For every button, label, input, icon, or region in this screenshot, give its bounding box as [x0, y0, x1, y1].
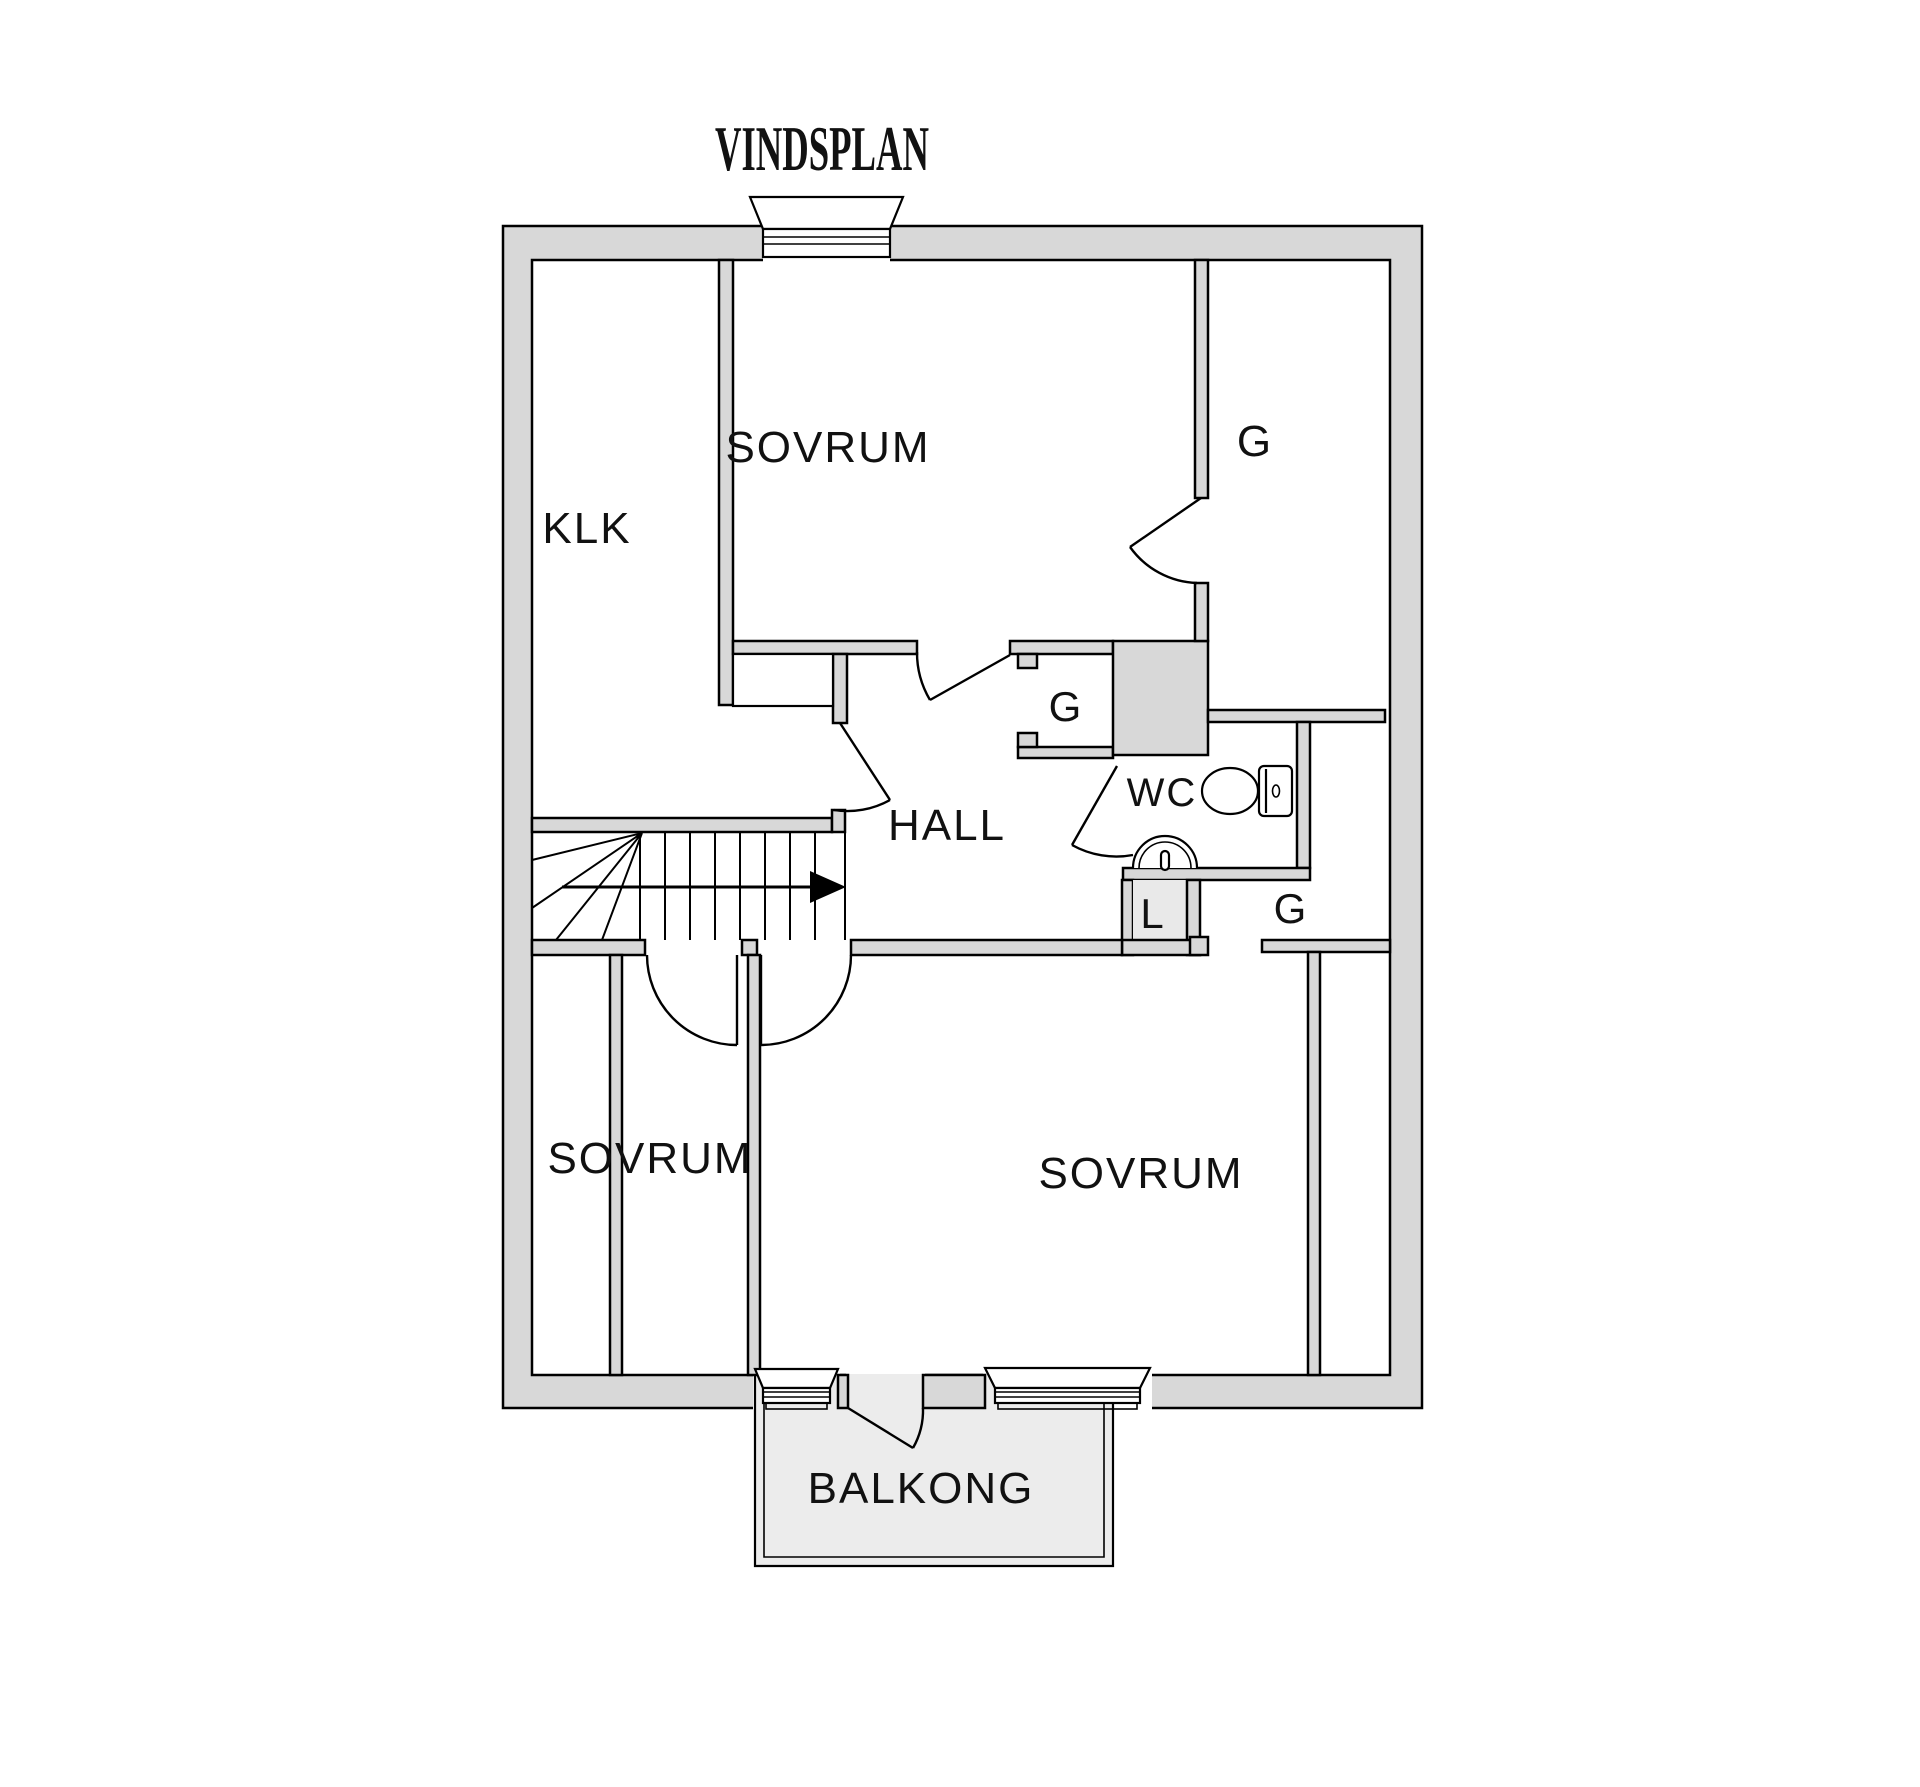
room-label-g-right: G [1274, 885, 1309, 932]
sovrum-top-bottom-wall [731, 639, 919, 656]
g-closet-bottom-wall [1016, 745, 1115, 760]
door-swing-icon [645, 954, 739, 1047]
room-label-hall: HALL [888, 801, 1006, 850]
door-swing-icon [759, 954, 853, 1047]
g-closet-jamb [1016, 652, 1039, 670]
door-jamb [830, 808, 847, 834]
knee-wall-right [1306, 950, 1322, 1377]
labels: VINDSPLAN KLK SOVRUM G HALL G WC L G SOV… [542, 113, 1309, 1513]
door-swing-icon [1129, 497, 1202, 585]
wc-fixtures [1131, 764, 1294, 872]
hall-bottom-wall [849, 938, 1124, 957]
chimney-block [1111, 639, 1210, 757]
stairs-top-wall [530, 816, 834, 834]
bedroom-divider-wall [746, 953, 762, 1377]
door-post [831, 652, 849, 725]
door-jamb [1188, 935, 1210, 957]
door-stub [740, 938, 759, 957]
door-swing-icon [1070, 765, 1134, 858]
wc-right-wall [1295, 720, 1312, 870]
room-label-sovrum-top: SOVRUM [725, 423, 930, 472]
room-label-g-closet: G [1049, 683, 1084, 730]
sink-icon [1131, 834, 1199, 872]
window-icon [753, 1367, 840, 1410]
doors [645, 497, 1202, 1450]
room-label-klk: KLK [542, 504, 631, 553]
windows [748, 195, 1152, 1410]
room-label-balkong: BALKONG [808, 1464, 1035, 1513]
outer-wall [501, 224, 1424, 1410]
wc-bottom-wall [1121, 866, 1312, 882]
room-label-wc: WC [1127, 771, 1198, 815]
wall-stub [921, 1373, 987, 1410]
door-swing-icon [833, 722, 892, 813]
stairs-arrow-head [810, 871, 846, 903]
g-closet-jamb [1016, 731, 1039, 749]
room-label-sovrum-bottom-right: SOVRUM [1038, 1149, 1243, 1198]
page-title: VINDSPLAN [715, 113, 929, 184]
door-swing-icon [915, 651, 1011, 702]
klk-right-wall [717, 258, 735, 707]
toilet-icon [1200, 764, 1294, 818]
niche [731, 652, 835, 708]
wall-stub [836, 1373, 850, 1410]
g-top-bottom-wall [1206, 708, 1387, 724]
stairs-bottom-wall [530, 938, 647, 957]
door-swing-icon [847, 1406, 925, 1450]
g-closet-top-wall [1008, 639, 1115, 656]
knee-wall-left [608, 953, 624, 1377]
g-right-bottom-wall [1260, 938, 1392, 954]
l-closet-floor [1133, 880, 1187, 940]
window-icon [748, 195, 905, 259]
stairs-icon [531, 832, 846, 941]
l-closet-bottom-wall [1120, 938, 1202, 957]
sovrum-g-divider-wall [1193, 258, 1210, 500]
room-label-sovrum-bottom-left: SOVRUM [547, 1134, 752, 1183]
sovrum-g-divider-wall [1193, 581, 1210, 643]
window-icon [983, 1366, 1152, 1410]
room-label-l: L [1140, 890, 1165, 937]
room-label-g-top: G [1237, 417, 1273, 466]
